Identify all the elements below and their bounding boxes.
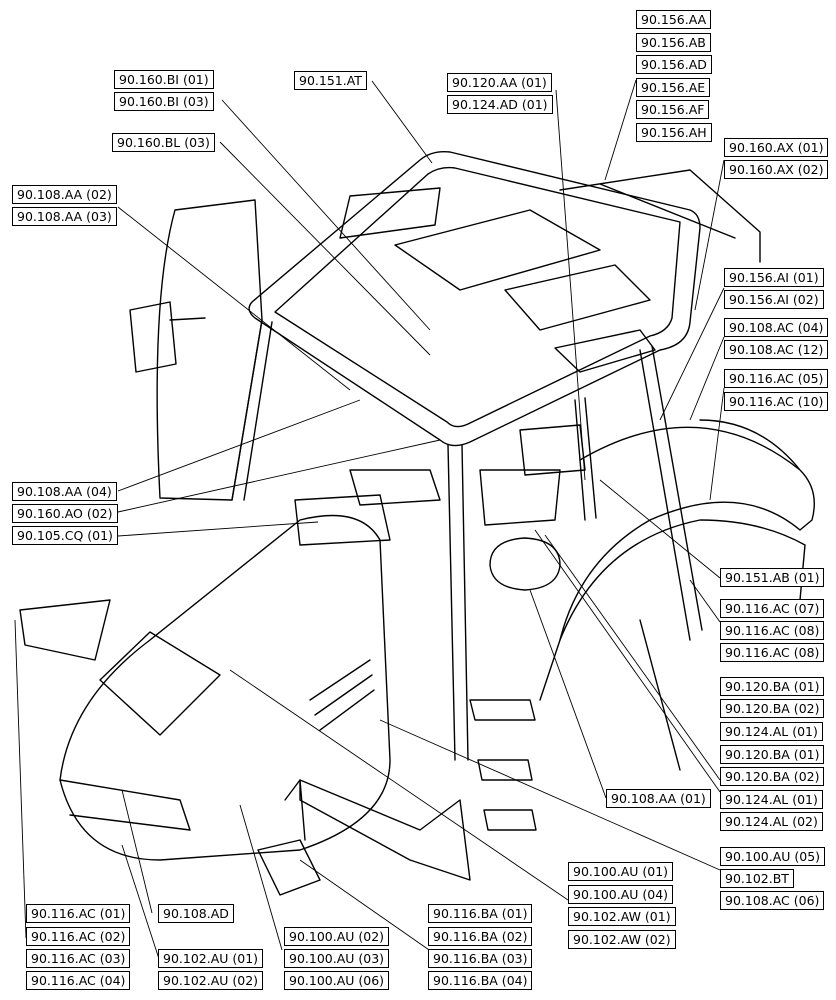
callout-label: 90.124.AL (01) bbox=[720, 790, 823, 809]
roof-extension bbox=[559, 169, 761, 263]
callout-label: 90.151.AB (01) bbox=[720, 568, 825, 587]
callout-label: 90.160.BI (01) bbox=[114, 70, 214, 89]
callout-label: 90.116.AC (05) bbox=[724, 369, 829, 388]
callout-label: 90.100.AU (04) bbox=[568, 885, 674, 904]
callout-label: 90.116.AC (01) bbox=[26, 904, 131, 923]
callout-label: 90.156.AE bbox=[636, 78, 711, 97]
front-fender-left bbox=[19, 599, 111, 661]
callout-label: 90.108.AC (04) bbox=[724, 318, 829, 337]
callout-label: 90.116.BA (04) bbox=[428, 971, 533, 990]
callout-label: 90.108.AA (01) bbox=[606, 789, 711, 808]
callout-label: 90.116.BA (02) bbox=[428, 927, 533, 946]
callout-label: 90.108.AA (03) bbox=[12, 207, 117, 226]
callout-label: 90.156.AI (01) bbox=[724, 268, 824, 287]
cab-pillar-front-right bbox=[447, 444, 469, 761]
callout-label: 90.102.AU (01) bbox=[158, 949, 264, 968]
callout-label: 90.160.AO (02) bbox=[12, 504, 118, 523]
callout-label: 90.120.BA (01) bbox=[720, 677, 825, 696]
callout-label: 90.124.AD (01) bbox=[447, 95, 553, 114]
roof-panel-2 bbox=[394, 209, 601, 291]
callout-label: 90.102.AW (01) bbox=[568, 907, 676, 926]
callout-label: 90.156.AA bbox=[636, 10, 712, 29]
hood-front-grille bbox=[59, 779, 191, 831]
callout-label: 90.120.BA (02) bbox=[720, 767, 825, 786]
roof-panel-4 bbox=[554, 329, 656, 373]
callout-label: 90.116.AC (03) bbox=[26, 949, 131, 968]
callout-label: 90.124.AL (01) bbox=[720, 722, 823, 741]
callout-label: 90.120.AA (01) bbox=[447, 73, 552, 92]
callout-label: 90.160.AX (02) bbox=[724, 160, 829, 179]
cab-roof bbox=[248, 150, 701, 447]
callout-label: 90.100.AU (01) bbox=[568, 862, 674, 881]
callout-label: 90.102.AW (02) bbox=[568, 930, 676, 949]
hood bbox=[59, 514, 391, 861]
hood-vents bbox=[309, 659, 375, 731]
callout-label: 90.116.BA (01) bbox=[428, 904, 533, 923]
callout-label: 90.108.AC (06) bbox=[720, 891, 825, 910]
callout-label: 90.156.AD bbox=[636, 55, 712, 74]
rear-fender bbox=[539, 419, 815, 701]
front-fender-right bbox=[299, 779, 471, 881]
callout-label: 90.100.AU (02) bbox=[284, 927, 390, 946]
callout-label: 90.156.AB bbox=[636, 33, 711, 52]
callout-label: 90.116.AC (07) bbox=[720, 599, 825, 618]
callout-label: 90.160.BI (03) bbox=[114, 92, 214, 111]
callout-label: 90.120.BA (01) bbox=[720, 745, 825, 764]
callout-label: 90.100.AU (03) bbox=[284, 949, 390, 968]
callout-label: 90.151.AT bbox=[294, 71, 367, 90]
callout-label: 90.102.BT bbox=[720, 869, 794, 888]
cab-roof-inner bbox=[274, 166, 681, 428]
callout-label: 90.124.AL (02) bbox=[720, 812, 823, 831]
roof-panel-3 bbox=[504, 264, 651, 331]
left-mirror bbox=[129, 301, 206, 373]
cab-steps bbox=[469, 699, 537, 831]
callout-label: 90.108.AC (12) bbox=[724, 340, 829, 359]
callout-label: 90.116.AC (04) bbox=[26, 971, 131, 990]
cab-pillar-front-left bbox=[231, 319, 273, 501]
seat bbox=[479, 424, 586, 526]
callout-label: 90.100.AU (05) bbox=[720, 847, 826, 866]
callout-label: 90.160.BL (03) bbox=[112, 133, 215, 152]
callout-label: 90.116.BA (03) bbox=[428, 949, 533, 968]
callout-label: 90.156.AH bbox=[636, 123, 712, 142]
callout-label: 90.102.AU (02) bbox=[158, 971, 264, 990]
dashboard bbox=[294, 469, 441, 546]
callout-label: 90.105.CQ (01) bbox=[12, 526, 118, 545]
left-door-frame bbox=[156, 199, 263, 501]
front-axle-bracket bbox=[257, 779, 321, 896]
callout-label: 90.156.AI (02) bbox=[724, 290, 824, 309]
callout-label: 90.116.AC (10) bbox=[724, 392, 829, 411]
callout-label: 90.156.AF bbox=[636, 100, 710, 119]
steering-wheel bbox=[489, 537, 561, 591]
callout-label: 90.108.AA (02) bbox=[12, 185, 117, 204]
callout-label: 90.116.AC (02) bbox=[26, 927, 131, 946]
cab-pillar-rear-right bbox=[639, 345, 703, 641]
callout-label: 90.120.BA (02) bbox=[720, 699, 825, 718]
cab-pillar-rear-left bbox=[574, 397, 597, 521]
callout-label: 90.160.AX (01) bbox=[724, 138, 829, 157]
leader-lines bbox=[14, 79, 725, 963]
roof-panel-1 bbox=[339, 187, 441, 239]
callout-label: 90.108.AD bbox=[158, 904, 234, 923]
callout-label: 90.108.AA (04) bbox=[12, 482, 117, 501]
hood-top-panel bbox=[99, 631, 221, 736]
rear-fender-lower bbox=[559, 519, 806, 771]
callout-label: 90.116.AC (08) bbox=[720, 643, 825, 662]
callout-label: 90.116.AC (08) bbox=[720, 621, 825, 640]
callout-label: 90.100.AU (06) bbox=[284, 971, 390, 990]
